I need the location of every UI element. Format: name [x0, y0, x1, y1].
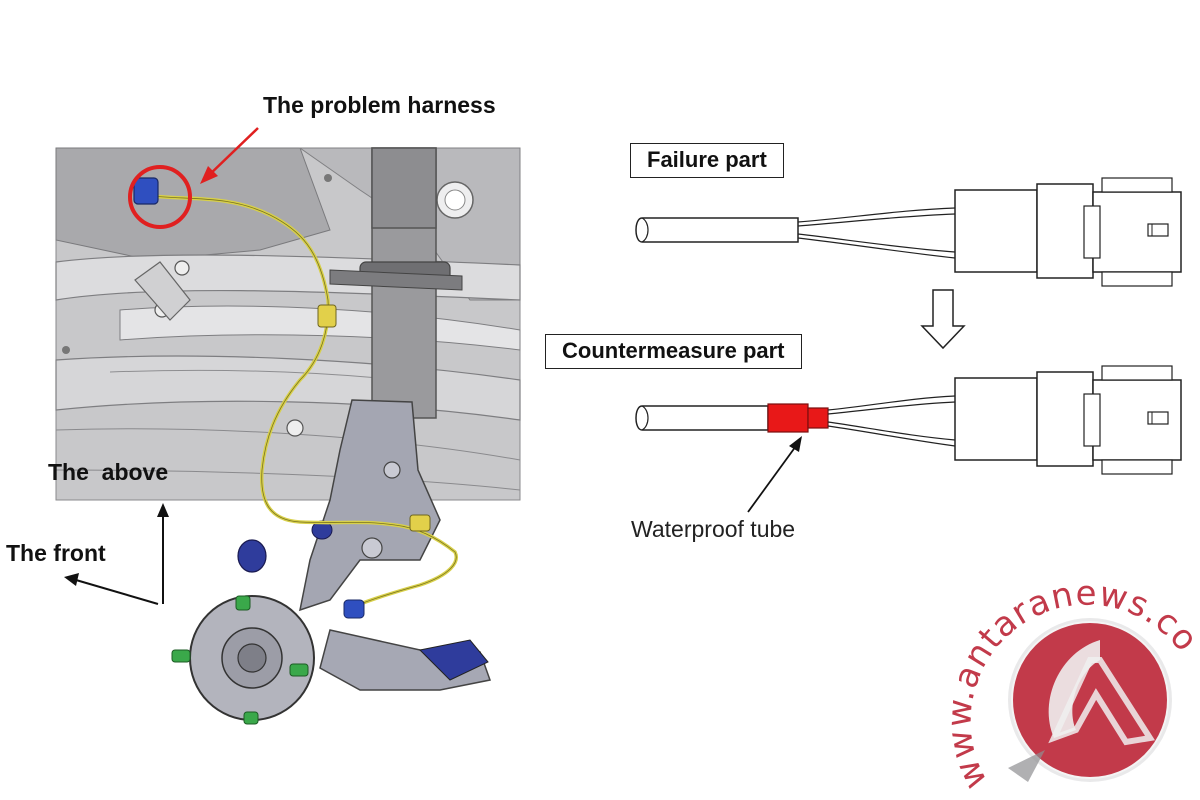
- problem-harness-label: The problem harness: [263, 92, 496, 118]
- transition-arrow: [920, 289, 966, 350]
- problem-highlight-circle: [128, 165, 192, 229]
- failure-part-label: Failure part: [630, 143, 784, 178]
- failure-connector-drawing: [635, 177, 1182, 287]
- front-direction-label: The front: [6, 540, 106, 566]
- suspension-drawing: [0, 0, 540, 800]
- countermeasure-part-label: Countermeasure part: [545, 334, 802, 369]
- above-direction-label: The above: [48, 459, 169, 485]
- countermeasure-connector-drawing: [635, 365, 1182, 475]
- steering-knuckle: [299, 399, 441, 612]
- waterproof-tube: [767, 403, 809, 433]
- watermark-logo: www.antaranews.com: [950, 560, 1200, 800]
- front-direction-arrow: [75, 579, 159, 605]
- harness-connector: [133, 177, 159, 205]
- connector-diagrams: [600, 160, 1200, 560]
- callout-arrow: [205, 127, 259, 179]
- tube-pointer-arrow: [747, 445, 797, 513]
- waterproof-tube-label: Waterproof tube: [631, 516, 796, 542]
